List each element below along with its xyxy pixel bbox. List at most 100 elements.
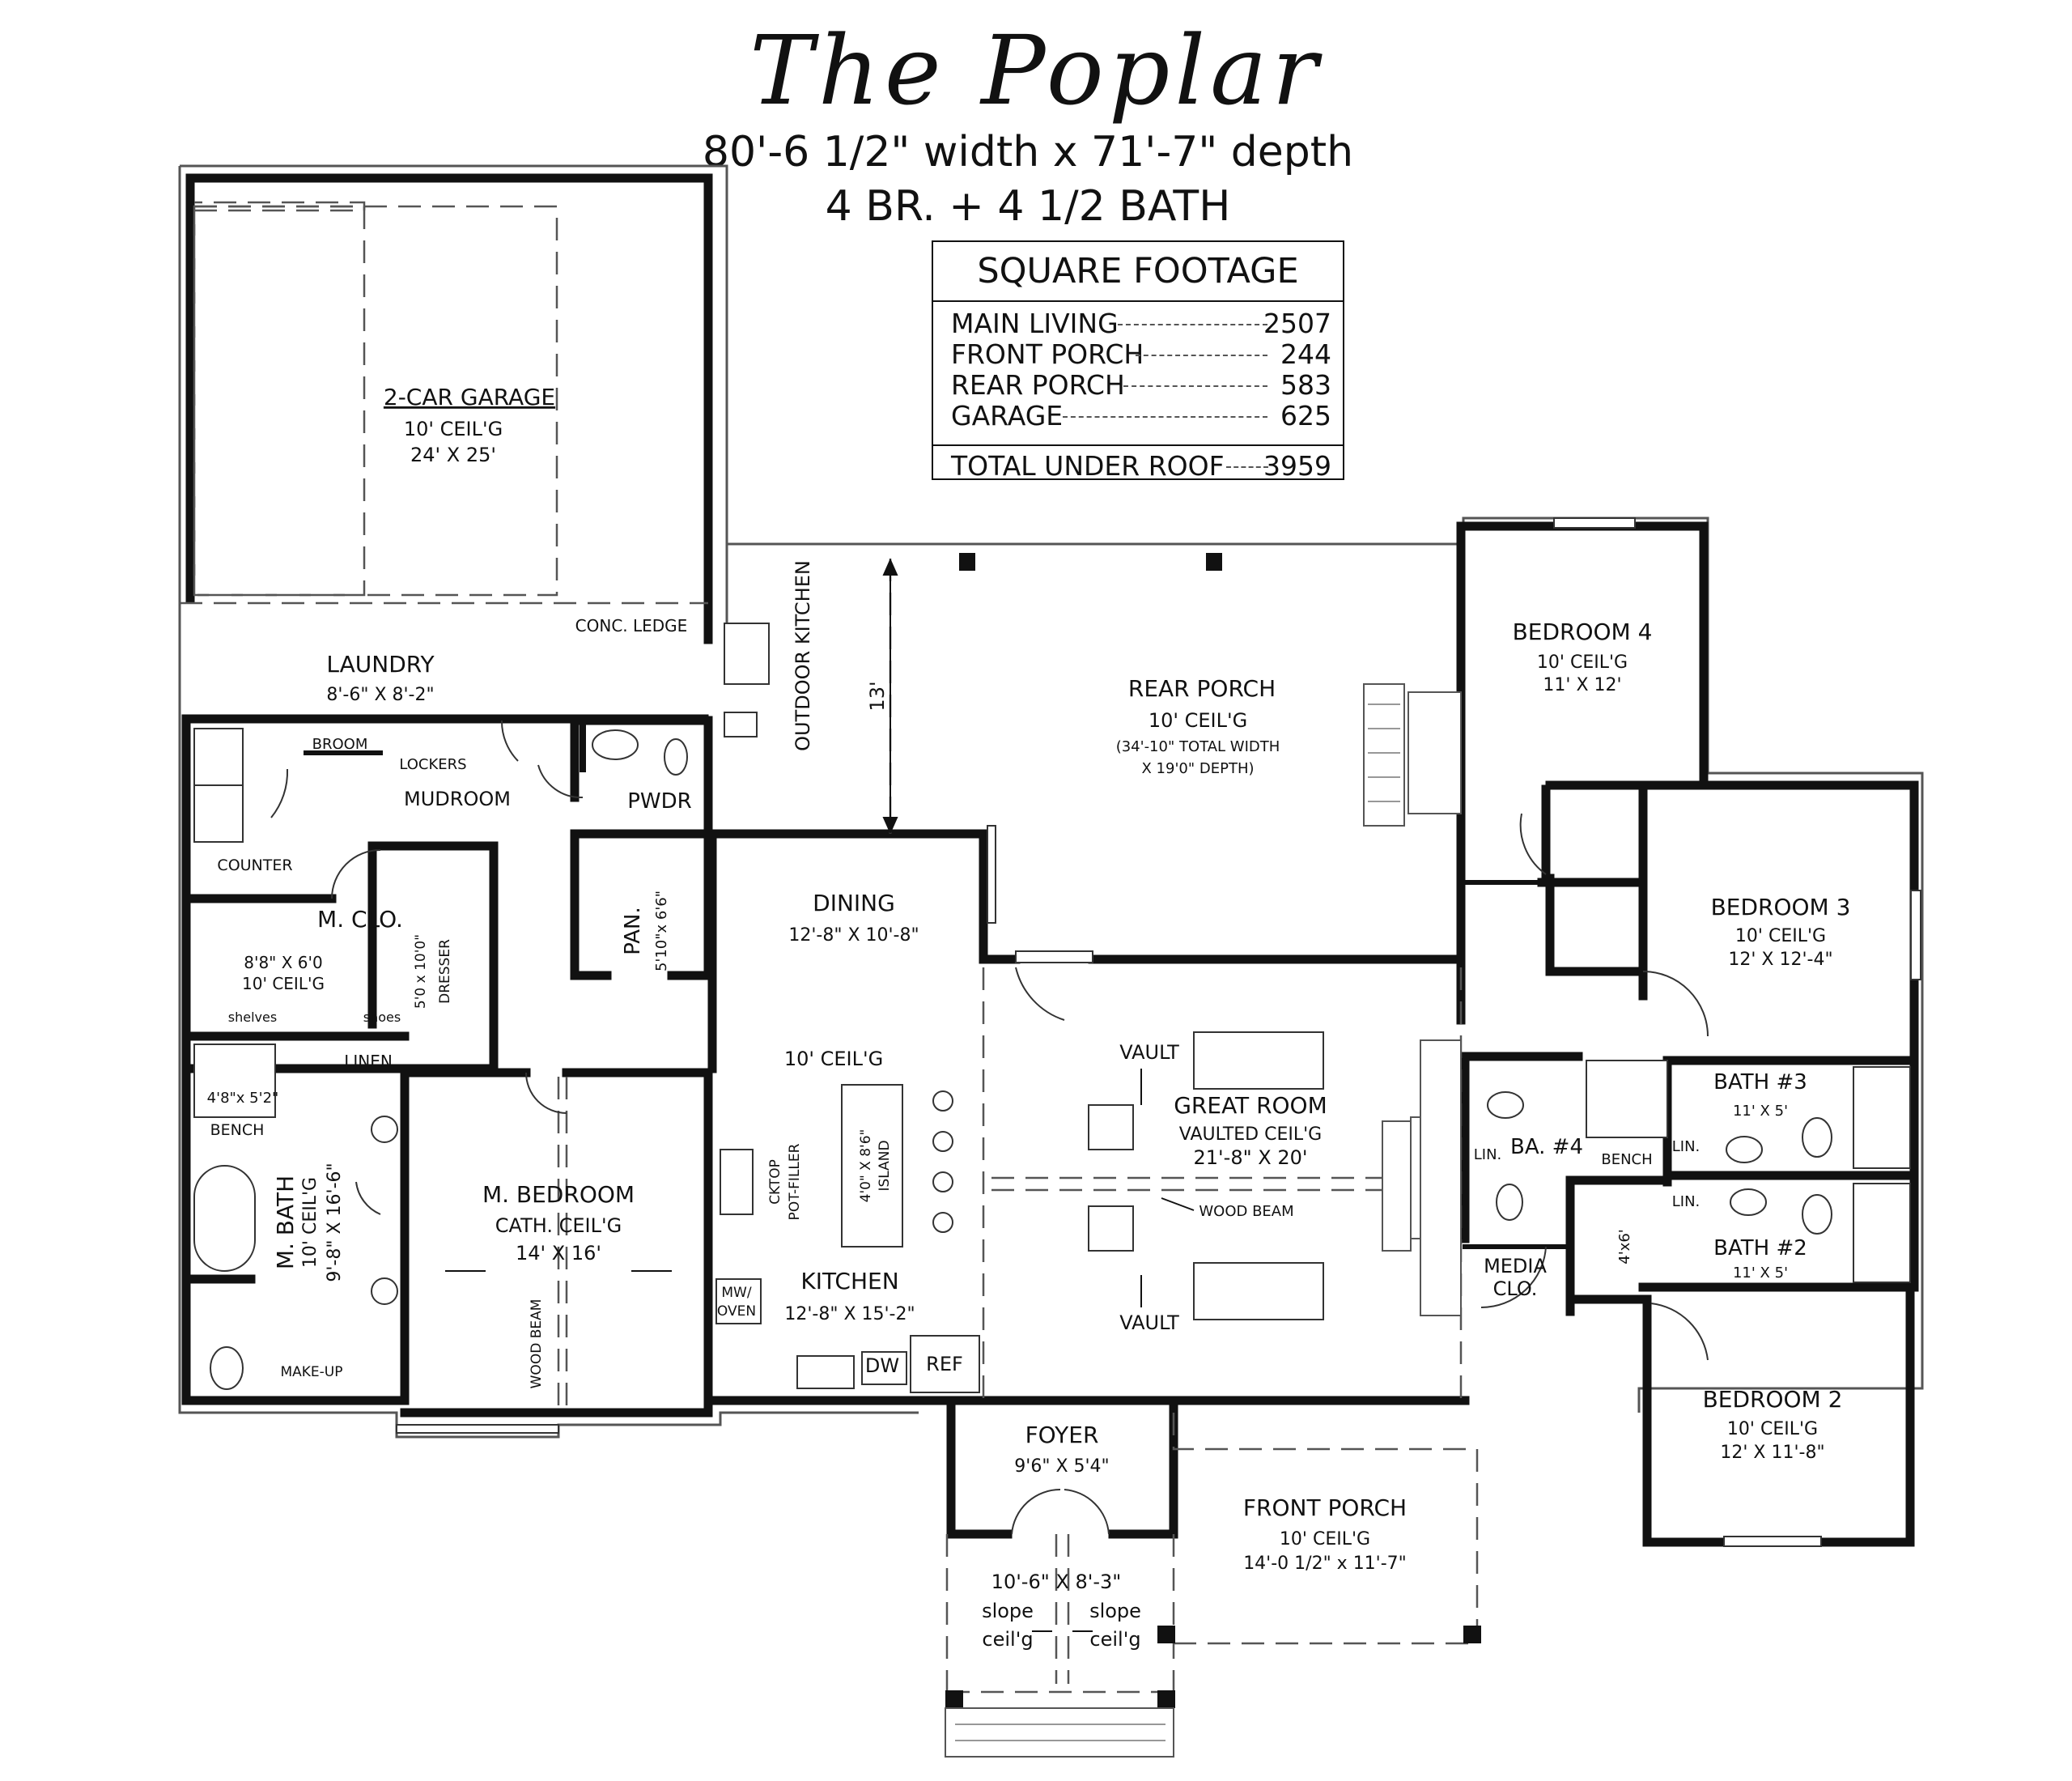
label-entry-slope-left: slope	[982, 1600, 1034, 1622]
label-bedroom3-size: 12' X 12'-4"	[1728, 950, 1832, 970]
label-ba4-lin: LIN.	[1474, 1146, 1502, 1163]
sqft-label: MAIN LIVING	[951, 308, 1119, 339]
door-swings	[270, 720, 1709, 1535]
label-dining: DINING	[813, 890, 895, 916]
brick-areas	[945, 683, 1462, 1758]
label-dining-size: 12'-8" X 10'-8"	[788, 925, 919, 946]
label-great-room: GREAT ROOM	[1174, 1092, 1327, 1119]
label-great-room-size: 21'-8" X 20'	[1194, 1146, 1308, 1169]
label-pantry-size: 5'10"x 6'6"	[653, 890, 670, 971]
sqft-value: 625	[1280, 400, 1331, 431]
label-kitchen-size: 12'-8" X 15'-2"	[784, 1304, 915, 1324]
walls	[181, 173, 1919, 1547]
label-broom: BROOM	[312, 736, 368, 753]
label-island: ISLAND	[877, 1140, 893, 1191]
porch-dimension	[882, 558, 898, 835]
label-media-clo-2: CLO.	[1493, 1277, 1538, 1300]
room-labels: 2-CAR GARAGE 10' CEIL'G 24' X 25' CONC. …	[207, 384, 1851, 1651]
label-island-size: 4'0" X 8'6"	[858, 1129, 874, 1203]
label-entry-slope-right: slope	[1089, 1600, 1141, 1622]
label-bath2-closet: 4'x6'	[1616, 1229, 1633, 1264]
label-bath2-lin: LIN.	[1672, 1193, 1700, 1210]
label-cktop: CKTOP	[767, 1159, 783, 1205]
label-vault-bottom: VAULT	[1119, 1311, 1179, 1334]
sqft-row-front-porch: FRONT PORCH 244	[933, 339, 1343, 370]
plan-beds-baths: 4 BR. + 4 1/2 BATH	[825, 182, 1231, 231]
label-dresser-size: 5'0 x 10'0"	[413, 934, 429, 1009]
label-entry-porch-size: 10'-6" X 8'-3"	[991, 1571, 1122, 1593]
label-m-bedroom-beam: WOOD BEAM	[529, 1299, 545, 1389]
label-entry-ceilg-left: ceil'g	[982, 1628, 1033, 1651]
plan-dimensions: 80'-6 1/2" width x 71'-7" depth	[702, 128, 1354, 176]
label-front-porch-ceiling: 10' CEIL'G	[1280, 1529, 1370, 1549]
dashed-lines	[180, 201, 1479, 1694]
label-wood-beam: WOOD BEAM	[1199, 1203, 1293, 1220]
label-foyer-size: 9'6" X 5'4"	[1014, 1456, 1109, 1477]
label-kitchen-ceiling: 10' CEIL'G	[784, 1048, 883, 1070]
sqft-label: GARAGE	[951, 400, 1064, 431]
label-ref: REF	[926, 1353, 963, 1375]
label-kitchen: KITCHEN	[800, 1268, 898, 1294]
columns	[945, 553, 1481, 1708]
label-rear-porch-note1: (34'-10" TOTAL WIDTH	[1116, 738, 1280, 755]
label-mudroom: MUDROOM	[404, 788, 511, 810]
label-bedroom3-ceiling: 10' CEIL'G	[1735, 926, 1826, 946]
pointer-arrows	[445, 1069, 1195, 1632]
label-media-clo-1: MEDIA	[1484, 1255, 1547, 1277]
windows	[396, 517, 1921, 1547]
label-rear-porch-depth: 13'	[866, 681, 889, 711]
plan-title: The Poplar	[749, 15, 1323, 126]
label-garage-ceiling: 10' CEIL'G	[404, 418, 503, 440]
label-shoes: shoes	[363, 1010, 401, 1025]
label-great-room-ceiling: VAULTED CEIL'G	[1179, 1124, 1322, 1145]
label-lockers: LOCKERS	[399, 756, 466, 773]
label-bench: BENCH	[210, 1121, 265, 1139]
sqft-value: 2507	[1263, 308, 1331, 339]
sqft-total-value: 3959	[1263, 450, 1331, 482]
label-bedroom2-size: 12' X 11'-8"	[1720, 1443, 1824, 1463]
label-bedroom4-size: 11' X 12'	[1543, 675, 1621, 695]
label-front-porch-size: 14'-0 1/2" x 11'-7"	[1243, 1554, 1407, 1574]
label-laundry: LAUNDRY	[326, 651, 435, 678]
label-dw: DW	[865, 1354, 899, 1377]
label-m-closet-ceiling: 10' CEIL'G	[242, 974, 325, 993]
label-pwdr: PWDR	[627, 789, 691, 814]
label-bedroom4: BEDROOM 4	[1513, 618, 1653, 645]
label-dresser: DRESSER	[437, 939, 453, 1004]
sqft-total-label: TOTAL UNDER ROOF	[951, 450, 1225, 482]
sqft-value: 244	[1280, 338, 1331, 370]
square-footage-heading: SQUARE FOOTAGE	[933, 242, 1343, 302]
sqft-row-garage: GARAGE 625	[933, 401, 1343, 431]
label-oven: OVEN	[717, 1303, 756, 1320]
sqft-label: REAR PORCH	[951, 369, 1125, 401]
label-m-closet-size: 8'8" X 6'0	[244, 953, 323, 972]
label-garage-size: 24' X 25'	[410, 444, 496, 466]
label-ba4: BA. #4	[1510, 1135, 1583, 1159]
label-bath2: BATH #2	[1713, 1236, 1807, 1260]
fixtures	[193, 623, 1911, 1393]
sqft-row-rear-porch: REAR PORCH 583	[933, 370, 1343, 401]
label-m-closet: M. CLO.	[317, 906, 403, 933]
brick-hatch	[955, 703, 1400, 1741]
label-pot-filler: POT-FILLER	[787, 1143, 803, 1220]
label-foyer: FOYER	[1025, 1422, 1099, 1448]
label-m-bath: M. BATH	[272, 1175, 299, 1269]
label-conc-ledge: CONC. LEDGE	[575, 616, 688, 635]
label-m-bath-size: 9'-8" X 16'-6"	[325, 1163, 345, 1282]
label-bedroom3: BEDROOM 3	[1711, 894, 1851, 920]
sqft-value: 583	[1280, 369, 1331, 401]
label-entry-ceilg-right: ceil'g	[1089, 1628, 1140, 1651]
label-bath3: BATH #3	[1713, 1070, 1807, 1095]
label-bedroom4-ceiling: 10' CEIL'G	[1537, 652, 1628, 673]
label-bath2-size: 11' X 5'	[1733, 1265, 1788, 1282]
label-bedroom2-ceiling: 10' CEIL'G	[1727, 1419, 1818, 1439]
label-laundry-size: 8'-6" X 8'-2"	[326, 685, 434, 705]
label-rear-porch-note2: X 19'0" DEPTH)	[1142, 760, 1255, 777]
label-garage: 2-CAR GARAGE	[384, 384, 555, 410]
label-ba4-bench: BENCH	[1601, 1151, 1652, 1168]
label-vault-top: VAULT	[1119, 1041, 1179, 1064]
label-linen: LINEN	[344, 1052, 393, 1071]
label-m-bedroom-ceiling: CATH. CEIL'G	[495, 1214, 622, 1237]
label-bath3-size: 11' X 5'	[1733, 1103, 1788, 1120]
